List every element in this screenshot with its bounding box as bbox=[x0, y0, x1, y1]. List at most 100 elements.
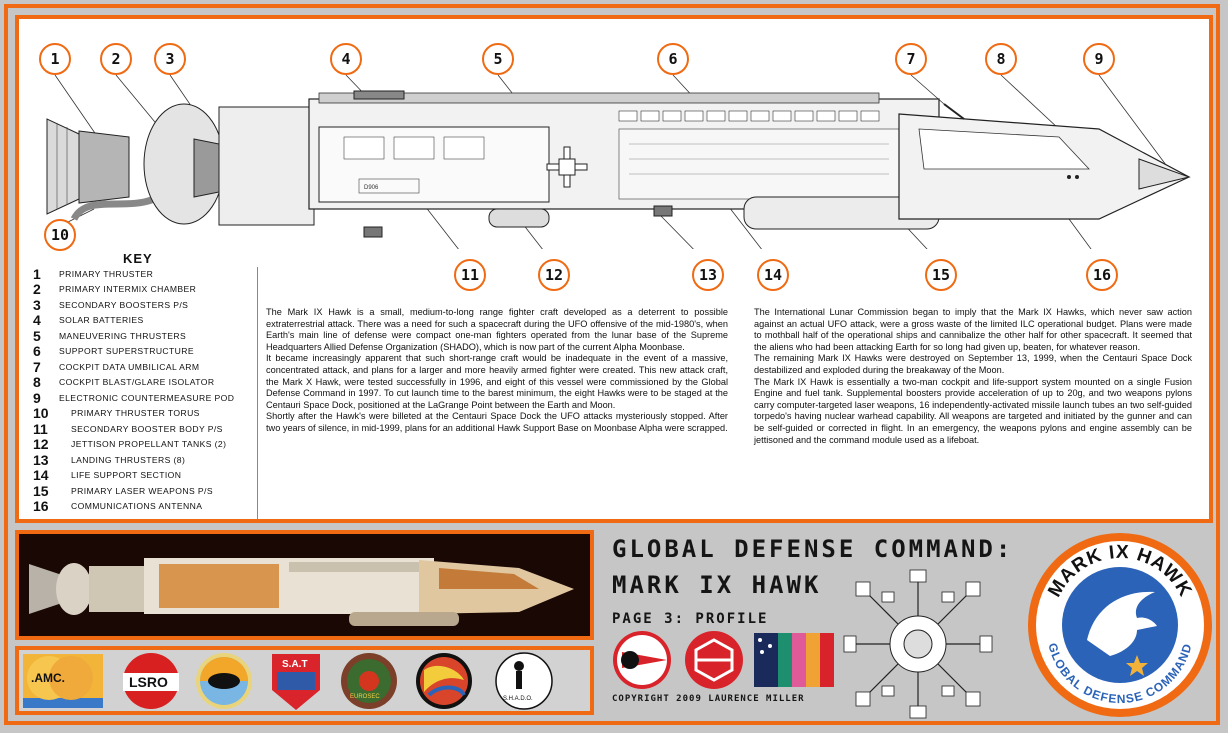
amc-label: .AMC. bbox=[31, 671, 65, 685]
text-column-left: The Mark IX Hawk is a small, medium-to-l… bbox=[266, 307, 728, 435]
key-item: 8 COCKPIT BLAST/GLARE ISOLATOR bbox=[33, 374, 269, 391]
key-item-label: COCKPIT DATA UMBILICAL ARM bbox=[59, 361, 200, 372]
callout-14: 14 bbox=[757, 259, 789, 291]
key-item-number: 6 bbox=[33, 343, 41, 360]
hull-marking: D906 bbox=[364, 185, 379, 191]
key-item-number: 13 bbox=[33, 451, 49, 468]
key-item-number: 12 bbox=[33, 436, 49, 453]
key-item: 6 SUPPORT SUPERSTRUCTURE bbox=[33, 343, 269, 360]
key-item: 5 MANEUVERING THRUSTERS bbox=[33, 328, 269, 344]
key-item-label: PRIMARY INTERMIX CHAMBER bbox=[59, 284, 197, 295]
page-subtitle: PAGE 3: PROFILE bbox=[612, 611, 769, 627]
callout-5: 5 bbox=[482, 43, 514, 75]
paragraph: The Mark IX Hawk is essentially a two-ma… bbox=[754, 376, 1192, 445]
sat-patch: S.A.T bbox=[272, 654, 320, 710]
arrow-roundel-icon bbox=[613, 631, 671, 689]
key-item: 10 PRIMARY THRUSTER TORUS bbox=[33, 405, 269, 422]
key-item-label: PRIMARY THRUSTER TORUS bbox=[71, 408, 200, 419]
page-title: GLOBAL DEFENSE COMMAND: bbox=[612, 535, 1014, 563]
horizon-patch bbox=[196, 653, 252, 709]
callout-15: 15 bbox=[925, 259, 957, 291]
key-item: 11 SECONDARY BOOSTER BODY P/S bbox=[33, 421, 269, 437]
sat-label: S.A.T bbox=[282, 659, 308, 670]
key-item: 9 ELECTRONIC COUNTERMEASURE POD bbox=[33, 390, 269, 406]
key-item-label: PRIMARY THRUSTER bbox=[59, 268, 154, 279]
faction-symbols bbox=[613, 631, 834, 689]
key-item: 2 PRIMARY INTERMIX CHAMBER bbox=[33, 281, 269, 298]
mark-ix-hawk-emblem: MARK IX HAWK GLOBAL DEFENSE COMMAND bbox=[1028, 533, 1212, 717]
lsro-patch: LSRO bbox=[123, 653, 179, 709]
key-item-number: 2 bbox=[33, 281, 41, 298]
moonbase-plan-icon bbox=[843, 569, 993, 719]
callout-1: 1 bbox=[39, 43, 71, 75]
callout-11: 11 bbox=[454, 259, 486, 291]
key-item-label: ELECTRONIC COUNTERMEASURE POD bbox=[59, 392, 235, 403]
key-item-label: SECONDARY BOOSTERS P/S bbox=[59, 299, 189, 310]
key-item: 13 LANDING THRUSTERS (8) bbox=[33, 452, 269, 468]
key-item-label: SOLAR BATTERIES bbox=[59, 315, 144, 326]
key-item: 1 PRIMARY THRUSTER bbox=[33, 266, 269, 282]
key-item-label: COCKPIT BLAST/GLARE ISOLATOR bbox=[59, 377, 215, 388]
callout-13: 13 bbox=[692, 259, 724, 291]
patches-illustration: .AMC. LSRO S.A.T EUROSEC bbox=[23, 652, 553, 710]
key-item: 3 SECONDARY BOOSTERS P/S bbox=[33, 297, 269, 313]
key-item-number: 9 bbox=[33, 389, 41, 406]
eurosec-patch: EUROSEC bbox=[341, 653, 397, 709]
paragraph: It became increasingly apparent that suc… bbox=[266, 353, 728, 410]
key-item: 16 COMMUNICATIONS ANTENNA bbox=[33, 498, 269, 515]
flag-icon bbox=[754, 633, 834, 687]
model-photo-illustration bbox=[19, 534, 590, 636]
callout-4: 4 bbox=[330, 43, 362, 75]
key-item-label: SECONDARY BOOSTER BODY P/S bbox=[71, 423, 223, 434]
key-item-number: 3 bbox=[33, 296, 41, 313]
profile-diagram-panel: D906 1 2 3 4 5 6 7 8 9 10 11 bbox=[15, 15, 1213, 523]
text-column-right: The International Lunar Commission began… bbox=[754, 307, 1192, 446]
key-item-label: LIFE SUPPORT SECTION bbox=[71, 470, 182, 481]
key-item-number: 14 bbox=[33, 467, 49, 484]
shado-patch: S.H.A.D.O. bbox=[495, 652, 553, 710]
eurosec-label: EUROSEC bbox=[350, 694, 380, 700]
key-item-number: 8 bbox=[33, 374, 41, 391]
key-item-number: 10 bbox=[33, 405, 49, 422]
amc-patch: .AMC. bbox=[23, 654, 103, 708]
key-item: 14 LIFE SUPPORT SECTION bbox=[33, 467, 269, 484]
paragraph: The remaining Mark IX Hawks were destroy… bbox=[754, 353, 1192, 375]
callout-16: 16 bbox=[1086, 259, 1118, 291]
model-photo bbox=[15, 530, 594, 640]
key-item-number: 4 bbox=[33, 312, 41, 329]
shado-label: S.H.A.D.O. bbox=[503, 696, 533, 702]
key-item-number: 5 bbox=[33, 327, 41, 344]
key-title: KEY bbox=[123, 251, 153, 266]
key-item-number: 11 bbox=[33, 420, 48, 437]
hexagon-roundel-icon bbox=[685, 631, 743, 689]
spectrum-patch bbox=[416, 653, 472, 709]
key-item: 4 SOLAR BATTERIES bbox=[33, 312, 269, 329]
key-divider bbox=[257, 267, 258, 519]
ship-title: MARK IX HAWK bbox=[612, 571, 822, 599]
callout-2: 2 bbox=[100, 43, 132, 75]
spacecraft-profile-illustration: D906 bbox=[46, 74, 1191, 249]
paragraph: The Mark IX Hawk is a small, medium-to-l… bbox=[266, 307, 728, 352]
callout-3: 3 bbox=[154, 43, 186, 75]
key-item: 7 COCKPIT DATA UMBILICAL ARM bbox=[33, 359, 269, 375]
copyright: COPYRIGHT 2009 LAURENCE MILLER bbox=[612, 694, 805, 704]
key-item-number: 16 bbox=[33, 498, 49, 515]
paragraph: Shortly after the Hawk's were billeted a… bbox=[266, 411, 728, 433]
callout-12: 12 bbox=[538, 259, 570, 291]
key-item-label: LANDING THRUSTERS (8) bbox=[71, 454, 186, 465]
key-item-label: COMMUNICATIONS ANTENNA bbox=[71, 501, 203, 512]
key-item-label: MANEUVERING THRUSTERS bbox=[59, 330, 187, 341]
key-item-label: JETTISON PROPELLANT TANKS (2) bbox=[71, 439, 227, 450]
key-item-number: 1 bbox=[33, 265, 41, 282]
callout-7: 7 bbox=[895, 43, 927, 75]
paragraph: The International Lunar Commission began… bbox=[754, 307, 1192, 352]
key-list: 1 PRIMARY THRUSTER 2 PRIMARY INTERMIX CHAM… bbox=[33, 266, 269, 515]
key-item: 12 JETTISON PROPELLANT TANKS (2) bbox=[33, 436, 269, 453]
callout-8: 8 bbox=[985, 43, 1017, 75]
key-item-number: 7 bbox=[33, 358, 41, 375]
insignia-patches: .AMC. LSRO S.A.T EUROSEC bbox=[15, 646, 594, 715]
callout-9: 9 bbox=[1083, 43, 1115, 75]
key-item-number: 15 bbox=[33, 482, 49, 499]
key-item-label: SUPPORT SUPERSTRUCTURE bbox=[59, 346, 195, 357]
